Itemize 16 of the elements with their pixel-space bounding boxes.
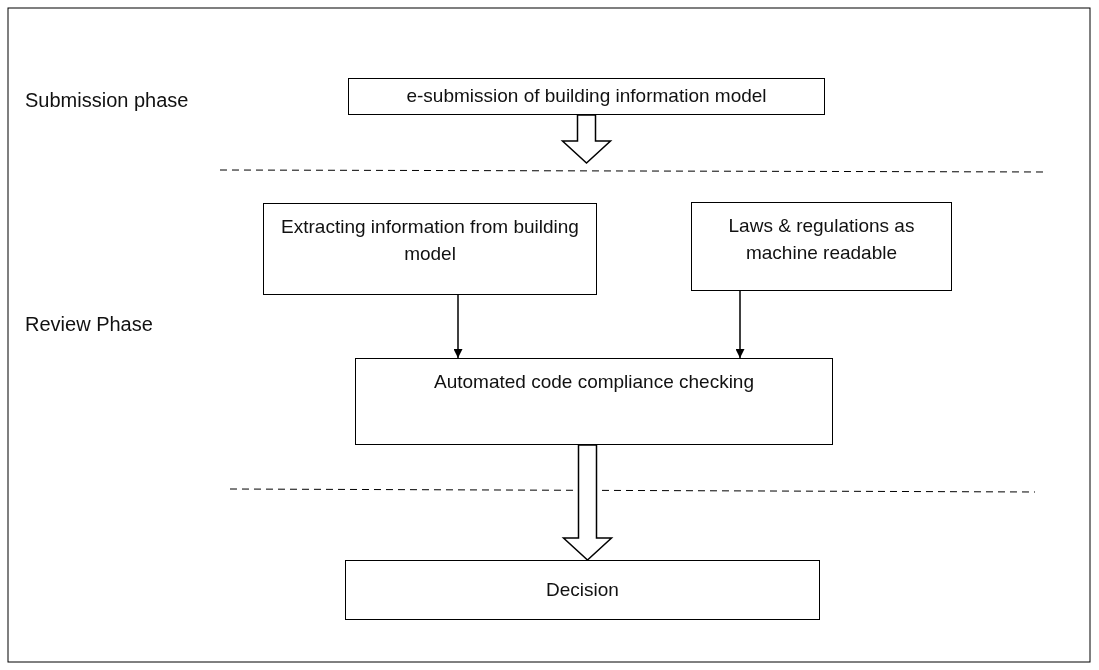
process-box xyxy=(348,78,825,115)
box-text: Decision xyxy=(546,577,619,602)
arrow xyxy=(735,290,745,359)
block-arrow xyxy=(561,444,614,561)
box-text: Laws & regulations as machine readable xyxy=(727,214,916,265)
process-box xyxy=(345,560,820,620)
box-text: e-submission of building information model xyxy=(406,84,767,108)
box-text: Automated code compliance checking xyxy=(434,370,754,394)
phase-label: Submission phase xyxy=(25,89,189,112)
box-text: Extracting information from building model xyxy=(280,215,580,266)
process-box xyxy=(263,203,597,295)
arrow xyxy=(453,294,463,359)
phase-label: Review Phase xyxy=(25,313,153,336)
process-box xyxy=(691,202,952,291)
block-arrow xyxy=(560,114,613,164)
process-box xyxy=(355,358,833,445)
